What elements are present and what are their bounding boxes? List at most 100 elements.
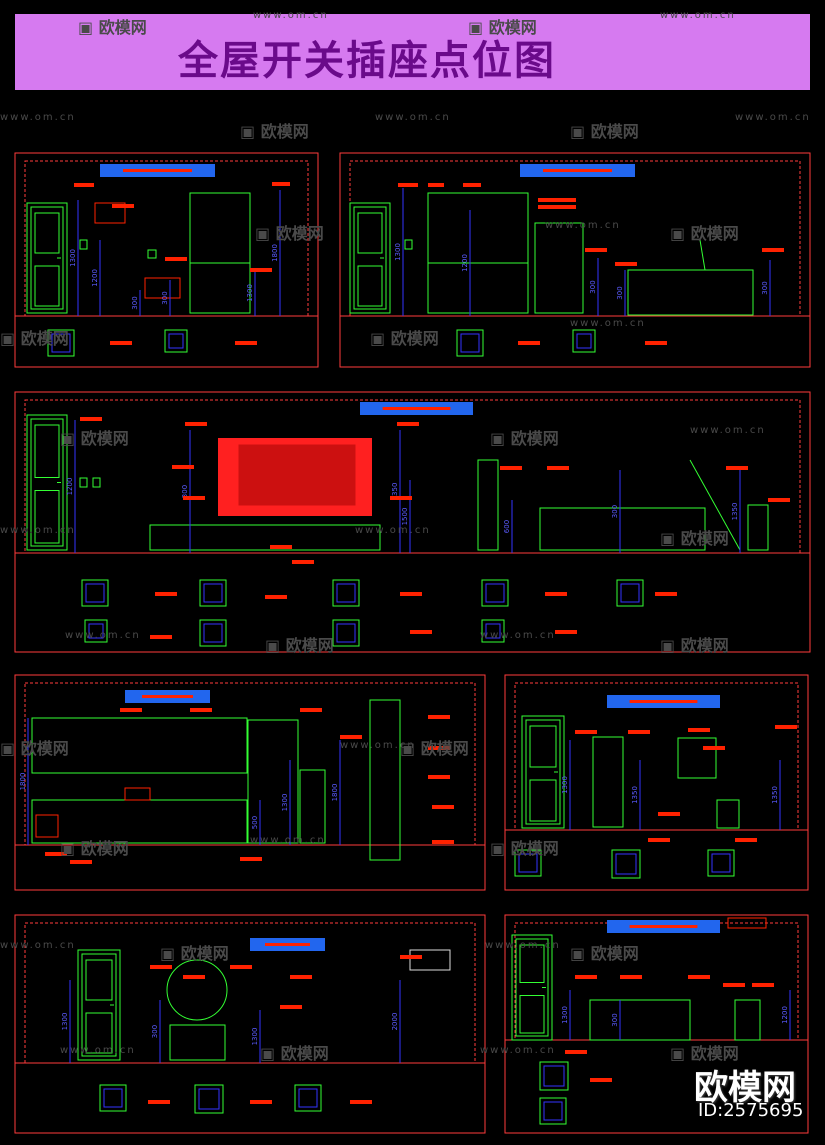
switch-symbol [404, 239, 413, 250]
red-tag [340, 735, 362, 739]
socket-symbol [514, 849, 542, 877]
elevation-panel [339, 152, 811, 368]
asset-id: ID:2575695 [698, 1100, 804, 1121]
socket-symbol [99, 1084, 127, 1112]
door-panel [34, 424, 60, 478]
red-tag [235, 341, 257, 345]
ventilation-fan [677, 737, 717, 779]
door-panel [529, 779, 557, 822]
dimension-label: 300 [151, 1025, 159, 1038]
tap [147, 249, 157, 259]
watermark-url: www.om.cn [65, 630, 141, 641]
red-tag [723, 983, 745, 987]
humidifier [747, 504, 769, 551]
tv-screen [237, 443, 357, 507]
watermark-url: www.om.cn [250, 835, 326, 846]
dimension-label: 300 [611, 505, 619, 518]
watermark-brand: ▣ 欧模网 [400, 739, 469, 758]
watermark-url: www.om.cn [253, 10, 329, 21]
appliance [124, 787, 151, 801]
dimension-label: 300 [161, 291, 169, 304]
tall-cabinet [189, 192, 251, 264]
wall-cabinet [94, 202, 126, 224]
washer-tower [592, 736, 624, 828]
watermark-brand: ▣ 欧模网 [468, 18, 537, 37]
dimension-label: 1350 [631, 786, 639, 804]
watermark-url: www.om.cn [0, 525, 76, 536]
watermark-brand: ▣ 欧模网 [660, 636, 729, 655]
red-tag [250, 268, 272, 272]
red-tag [547, 466, 569, 470]
socket-symbol [84, 619, 108, 643]
switch-symbol [92, 477, 101, 488]
water-heater [409, 949, 451, 971]
dimension-label: 300 [761, 281, 769, 294]
oven-tower [299, 769, 326, 844]
door-panel [85, 1012, 113, 1054]
watermark-url: www.om.cn [60, 1045, 136, 1056]
dimension-label: 300 [611, 1013, 619, 1026]
red-tag [768, 498, 790, 502]
red-tag [290, 975, 312, 979]
socket-inner [88, 623, 104, 639]
watermark-brand: ▣ 欧模网 [60, 429, 129, 448]
page-title: 全屋开关插座点位图 [178, 37, 556, 84]
dimension-label: 2000 [391, 1013, 399, 1031]
socket-inner [485, 623, 501, 639]
red-tag [428, 775, 450, 779]
watermark-brand: ▣ 欧模网 [240, 122, 309, 141]
socket-symbol [47, 329, 75, 357]
watermark-brand: ▣ 欧模网 [490, 429, 559, 448]
watermark-brand: ▣ 欧模网 [370, 329, 439, 348]
red-tag [428, 746, 450, 750]
door-panel [519, 995, 545, 1034]
socket-symbol [332, 579, 360, 607]
red-tag [110, 341, 132, 345]
red-tag [150, 635, 172, 639]
vanity-unit [144, 277, 181, 299]
watermark-brand: ▣ 欧模网 [0, 739, 69, 758]
dimension-label: 300 [181, 485, 189, 498]
dimension-label: 1350 [391, 483, 399, 501]
red-tag [265, 595, 287, 599]
socket-inner [620, 583, 640, 603]
watermark-brand: ▣ 欧模网 [255, 224, 324, 243]
watermark-url: www.om.cn [545, 220, 621, 231]
elevation-panel [14, 674, 486, 891]
red-tag [300, 708, 322, 712]
red-tag [555, 630, 577, 634]
red-tag [148, 1100, 170, 1104]
dimension-label: 1200 [91, 269, 99, 287]
door-panel [357, 265, 383, 307]
socket-inner [168, 333, 184, 349]
socket-inner [198, 1088, 220, 1110]
ac-unit [727, 917, 767, 929]
red-tag [240, 857, 262, 861]
socket-symbol [332, 619, 360, 647]
red-tag [575, 975, 597, 979]
watermark-url: www.om.cn [480, 630, 556, 641]
red-tag [350, 1100, 372, 1104]
dimension-label: 1200 [781, 1006, 789, 1024]
watermark-brand: ▣ 欧模网 [490, 839, 559, 858]
red-tag [45, 852, 67, 856]
red-tag [590, 1078, 612, 1082]
socket-legend [369, 699, 401, 861]
socket-symbol [481, 619, 505, 643]
dimension-label: 600 [503, 520, 511, 533]
red-tag [230, 965, 252, 969]
watermark-url: www.om.cn [355, 525, 431, 536]
watermark-url: www.om.cn [570, 318, 646, 329]
watermark-brand: ▣ 欧模网 [660, 529, 729, 548]
red-tag [155, 592, 177, 596]
socket-inner [576, 333, 592, 349]
air-purifier [477, 459, 499, 551]
dimension-label: 300 [131, 296, 139, 309]
red-tag [183, 975, 205, 979]
elevation-panel [14, 914, 486, 1134]
floor-lamp [689, 459, 741, 551]
red-tag [688, 975, 710, 979]
socket-symbol [456, 329, 484, 357]
red-tag [80, 417, 102, 421]
red-tag [735, 838, 757, 842]
